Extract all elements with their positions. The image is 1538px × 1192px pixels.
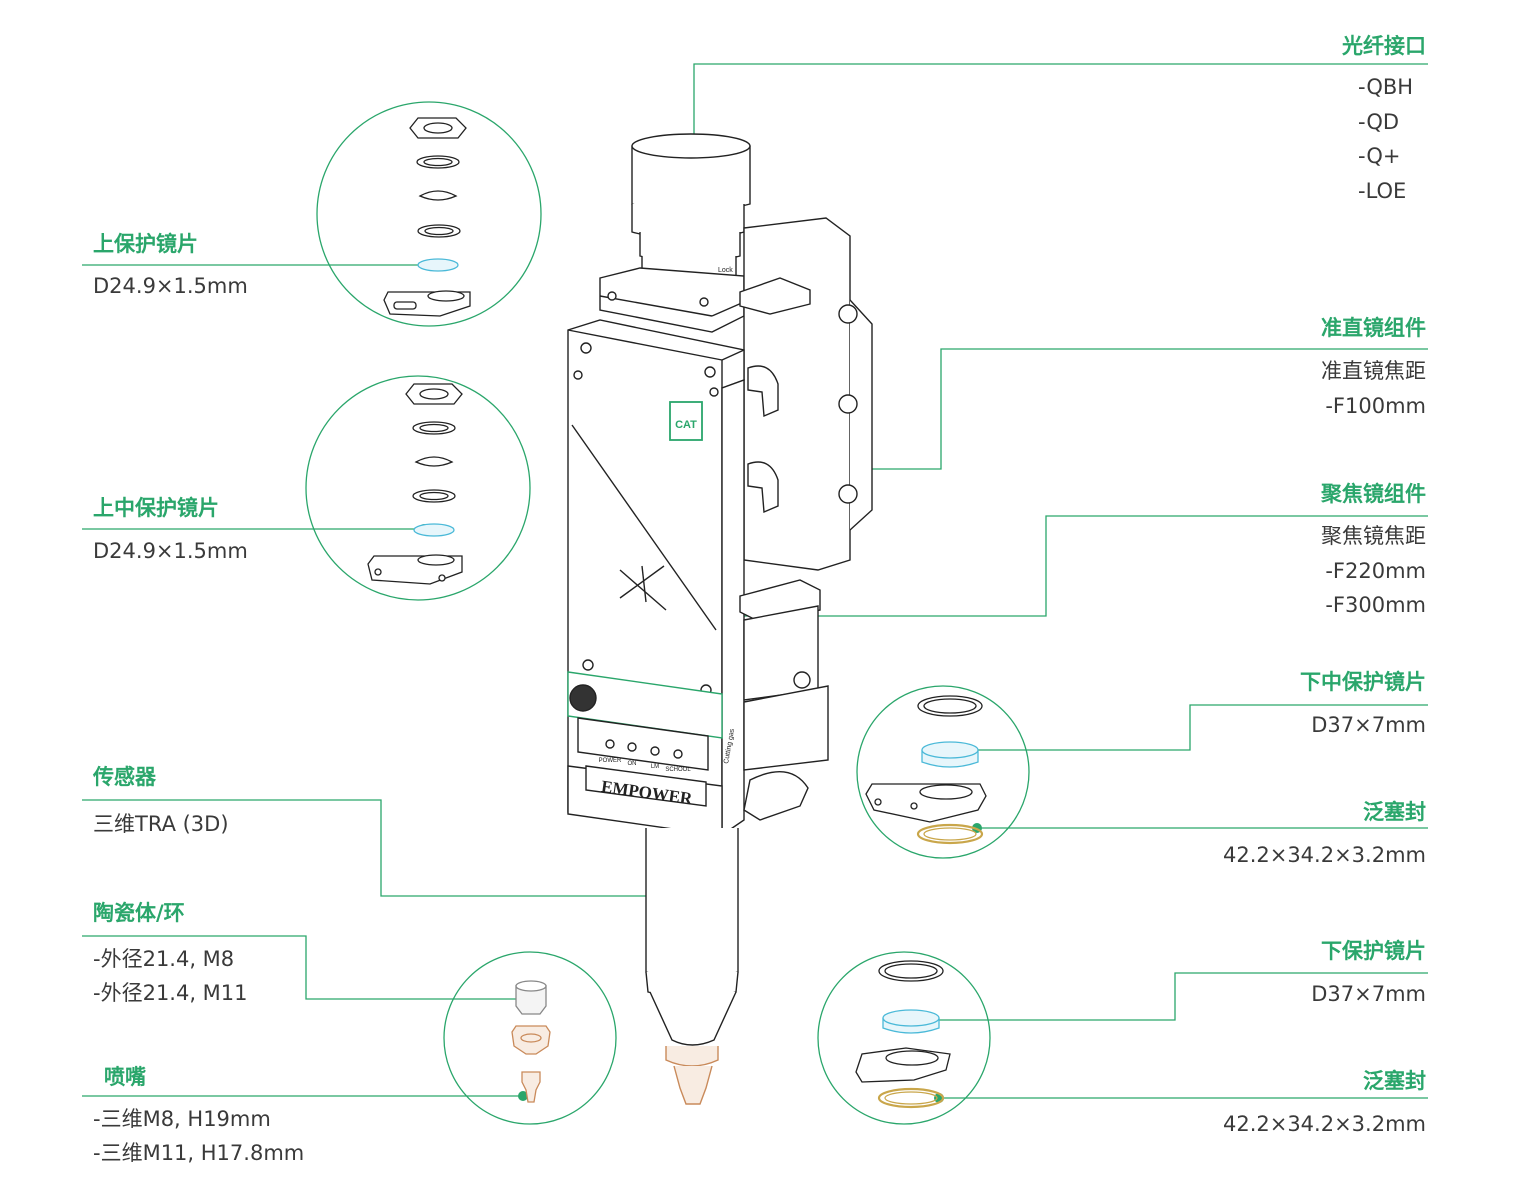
upper-mid-window-detail (305, 375, 531, 601)
fiber-spec-loe: -LOE (1358, 179, 1407, 203)
svg-text:ON: ON (628, 761, 637, 767)
fiber-title: 光纤接口 (1342, 34, 1426, 58)
fiber-spec-qd: -QD (1358, 110, 1400, 134)
svg-text:LM: LM (651, 764, 659, 770)
brand-logo: CAT (669, 401, 703, 441)
focus-spec-label: 聚焦镜焦距 (1321, 524, 1426, 548)
logo-text: CAT (675, 419, 697, 431)
lower-mid-window-title: 下中保护镜片 (1300, 670, 1426, 694)
fiber-spec-qplus: -Q+ (1358, 144, 1401, 168)
seal2-title: 泛塞封 (1363, 1069, 1426, 1093)
upper-window-spec: D24.9×1.5mm (93, 274, 248, 298)
lock-label: Lock (718, 267, 733, 274)
seal2-spec: 42.2×34.2×3.2mm (1222, 1112, 1426, 1136)
leader-fiber (693, 63, 1428, 197)
nozzle-title: 喷嘴 (104, 1065, 146, 1089)
ceramic-title: 陶瓷体/环 (93, 901, 185, 925)
laser-head (567, 133, 873, 1105)
svg-text:POWER: POWER (599, 758, 622, 764)
lower-window-parts (855, 960, 951, 1109)
ceramic-spec-m11: -外径21.4, M11 (93, 981, 248, 1005)
sensor-title: 传感器 (93, 765, 156, 789)
lower-mid-window-spec: D37×7mm (1311, 713, 1426, 737)
lower-window-detail (817, 951, 991, 1125)
focus-spec-f300: -F300mm (1325, 593, 1426, 617)
upper-window-title: 上保护镜片 (93, 232, 198, 256)
collimator-spec-label: 准直镜焦距 (1321, 359, 1426, 383)
leader-lower-window (934, 972, 1428, 1021)
focus-title: 聚焦镜组件 (1321, 482, 1426, 506)
lower-mid-window-detail (856, 685, 1030, 859)
upper-mid-window-parts (367, 383, 463, 585)
upper-window-parts (383, 117, 471, 317)
upper-mid-window-title: 上中保护镜片 (93, 496, 219, 520)
lower-window-spec: D37×7mm (1311, 982, 1426, 1006)
sensor-spec: 三维TRA (3D) (93, 812, 229, 836)
leader-lower-mid-window (962, 704, 1428, 751)
leader-ceramic (82, 935, 531, 1000)
lower-window-title: 下保护镜片 (1321, 939, 1426, 963)
nozzle-spec-m11: -三维M11, H17.8mm (93, 1141, 305, 1165)
leader-sensor (82, 799, 679, 897)
upper-window-detail (316, 101, 542, 327)
focus-spec-f220: -F220mm (1325, 559, 1426, 583)
leader-focus (677, 515, 1428, 617)
led-labels: POWER ON LM SCHOOL (599, 758, 692, 773)
seal1-title: 泛塞封 (1363, 800, 1426, 824)
ceramic-spec-m8: -外径21.4, M8 (93, 947, 235, 971)
seal1-spec: 42.2×34.2×3.2mm (1222, 843, 1426, 867)
svg-text:SCHOOL: SCHOOL (665, 767, 691, 773)
nozzle-spec-m8: -三维M8, H19mm (93, 1107, 271, 1131)
ceramic-nozzle-parts (511, 980, 551, 1103)
lower-mid-window-parts (865, 695, 987, 845)
detail-circles (305, 101, 1030, 1125)
fiber-spec-qbh: -QBH (1358, 75, 1414, 99)
nozzle-detail (443, 951, 617, 1125)
leader-lines (82, 63, 1428, 1099)
collimator-spec-f100: -F100mm (1325, 394, 1426, 418)
upper-mid-window-spec: D24.9×1.5mm (93, 539, 248, 563)
collimator-title: 准直镜组件 (1321, 316, 1426, 340)
